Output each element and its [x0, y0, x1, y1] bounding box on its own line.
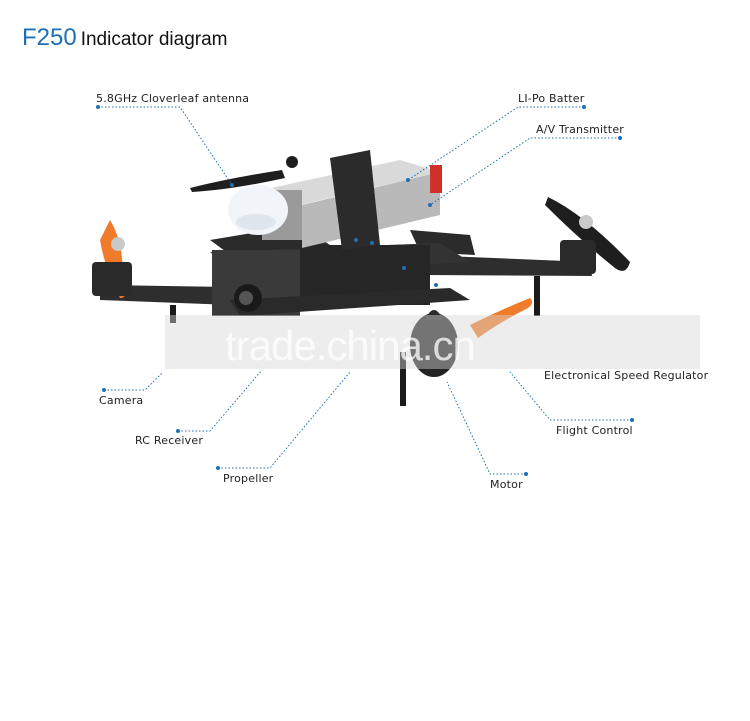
label-motor: Motor	[490, 478, 523, 491]
model-name: F250	[22, 24, 77, 51]
label-esc: Electronical Speed Regulator	[544, 369, 709, 382]
watermark-band	[165, 315, 700, 369]
label-flight-control: Flight Control	[556, 424, 633, 437]
diagram-title: Indicator diagram	[80, 29, 228, 50]
motors	[92, 156, 596, 377]
antenna-cap	[228, 185, 288, 235]
camera-lens	[234, 284, 262, 312]
label-camera: Camera	[99, 394, 144, 407]
label-transmitter: A/V Transmitter	[536, 123, 625, 136]
label-antenna: 5.8GHz Cloverleaf antenna	[96, 92, 250, 105]
label-battery: LI-Po Batter	[518, 92, 585, 105]
landing-legs	[170, 276, 540, 406]
leader-lines	[98, 106, 632, 475]
watermark: trade.china.cn	[225, 322, 476, 369]
label-propeller: Propeller	[223, 472, 274, 485]
label-receiver: RC Receiver	[135, 434, 204, 447]
leader-dots	[96, 105, 634, 476]
